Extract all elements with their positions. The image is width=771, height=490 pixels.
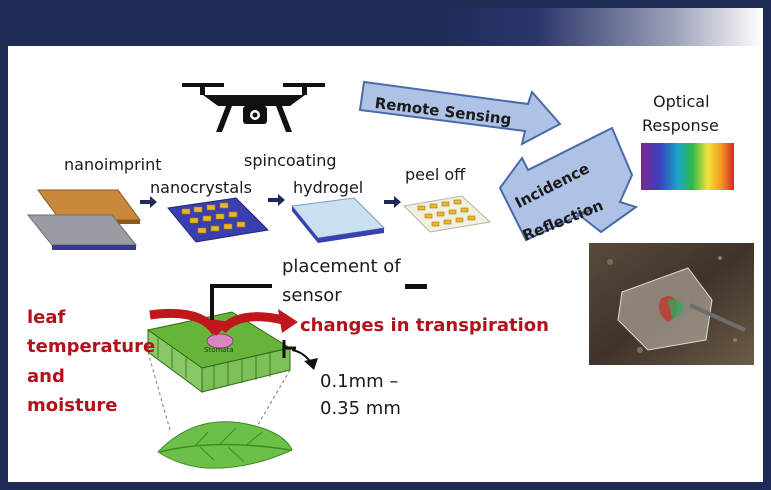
label-peel-off: peel off — [405, 165, 466, 184]
nanoimprint-stack — [26, 189, 141, 250]
leaf-icon — [157, 421, 293, 469]
label-moisture: moisture — [27, 395, 118, 416]
label-and: and — [27, 366, 65, 387]
label-changes-in-transpiration: changes in transpiration — [300, 315, 549, 336]
label-nanoimprint: nanoimprint — [64, 155, 162, 174]
label-thickness-min: 0.1mm – — [320, 371, 399, 392]
label-optical: Optical — [653, 92, 710, 111]
remote-sensing-arrow — [358, 80, 562, 146]
label-leaf: leaf — [27, 307, 66, 328]
nanocrystals-layer — [167, 197, 270, 243]
incidence-reflection-arrow — [498, 126, 639, 242]
drone-icon — [182, 83, 325, 132]
leaf-cross-section — [146, 311, 292, 393]
process-arrow-1 — [140, 196, 157, 208]
projection-line-right — [254, 369, 291, 431]
label-temperature: temperature — [27, 336, 156, 357]
header-bar — [8, 8, 763, 46]
hydrogel-layer — [291, 197, 386, 243]
label-hydrogel: hydrogel — [293, 178, 364, 197]
label-thickness-max: 0.35 mm — [320, 398, 401, 419]
label-spincoating: spincoating — [244, 151, 337, 170]
spectrum-swatch — [641, 143, 734, 190]
label-nanocrystals: nanocrystals — [150, 178, 252, 197]
process-arrow-2 — [268, 194, 285, 206]
placement-dash — [405, 284, 427, 289]
process-arrow-3 — [384, 196, 401, 208]
label-stomata: Stomata — [204, 346, 234, 354]
label-response: Response — [642, 116, 719, 135]
placement-bracket — [210, 284, 272, 320]
label-placement-of: placement of — [282, 256, 401, 277]
label-sensor: sensor — [282, 285, 342, 306]
thickness-indicator — [282, 340, 318, 370]
sensor-photo — [589, 243, 754, 365]
peeled-film — [402, 195, 492, 233]
projection-line-left — [147, 351, 171, 431]
red-arrow-out — [218, 312, 285, 334]
